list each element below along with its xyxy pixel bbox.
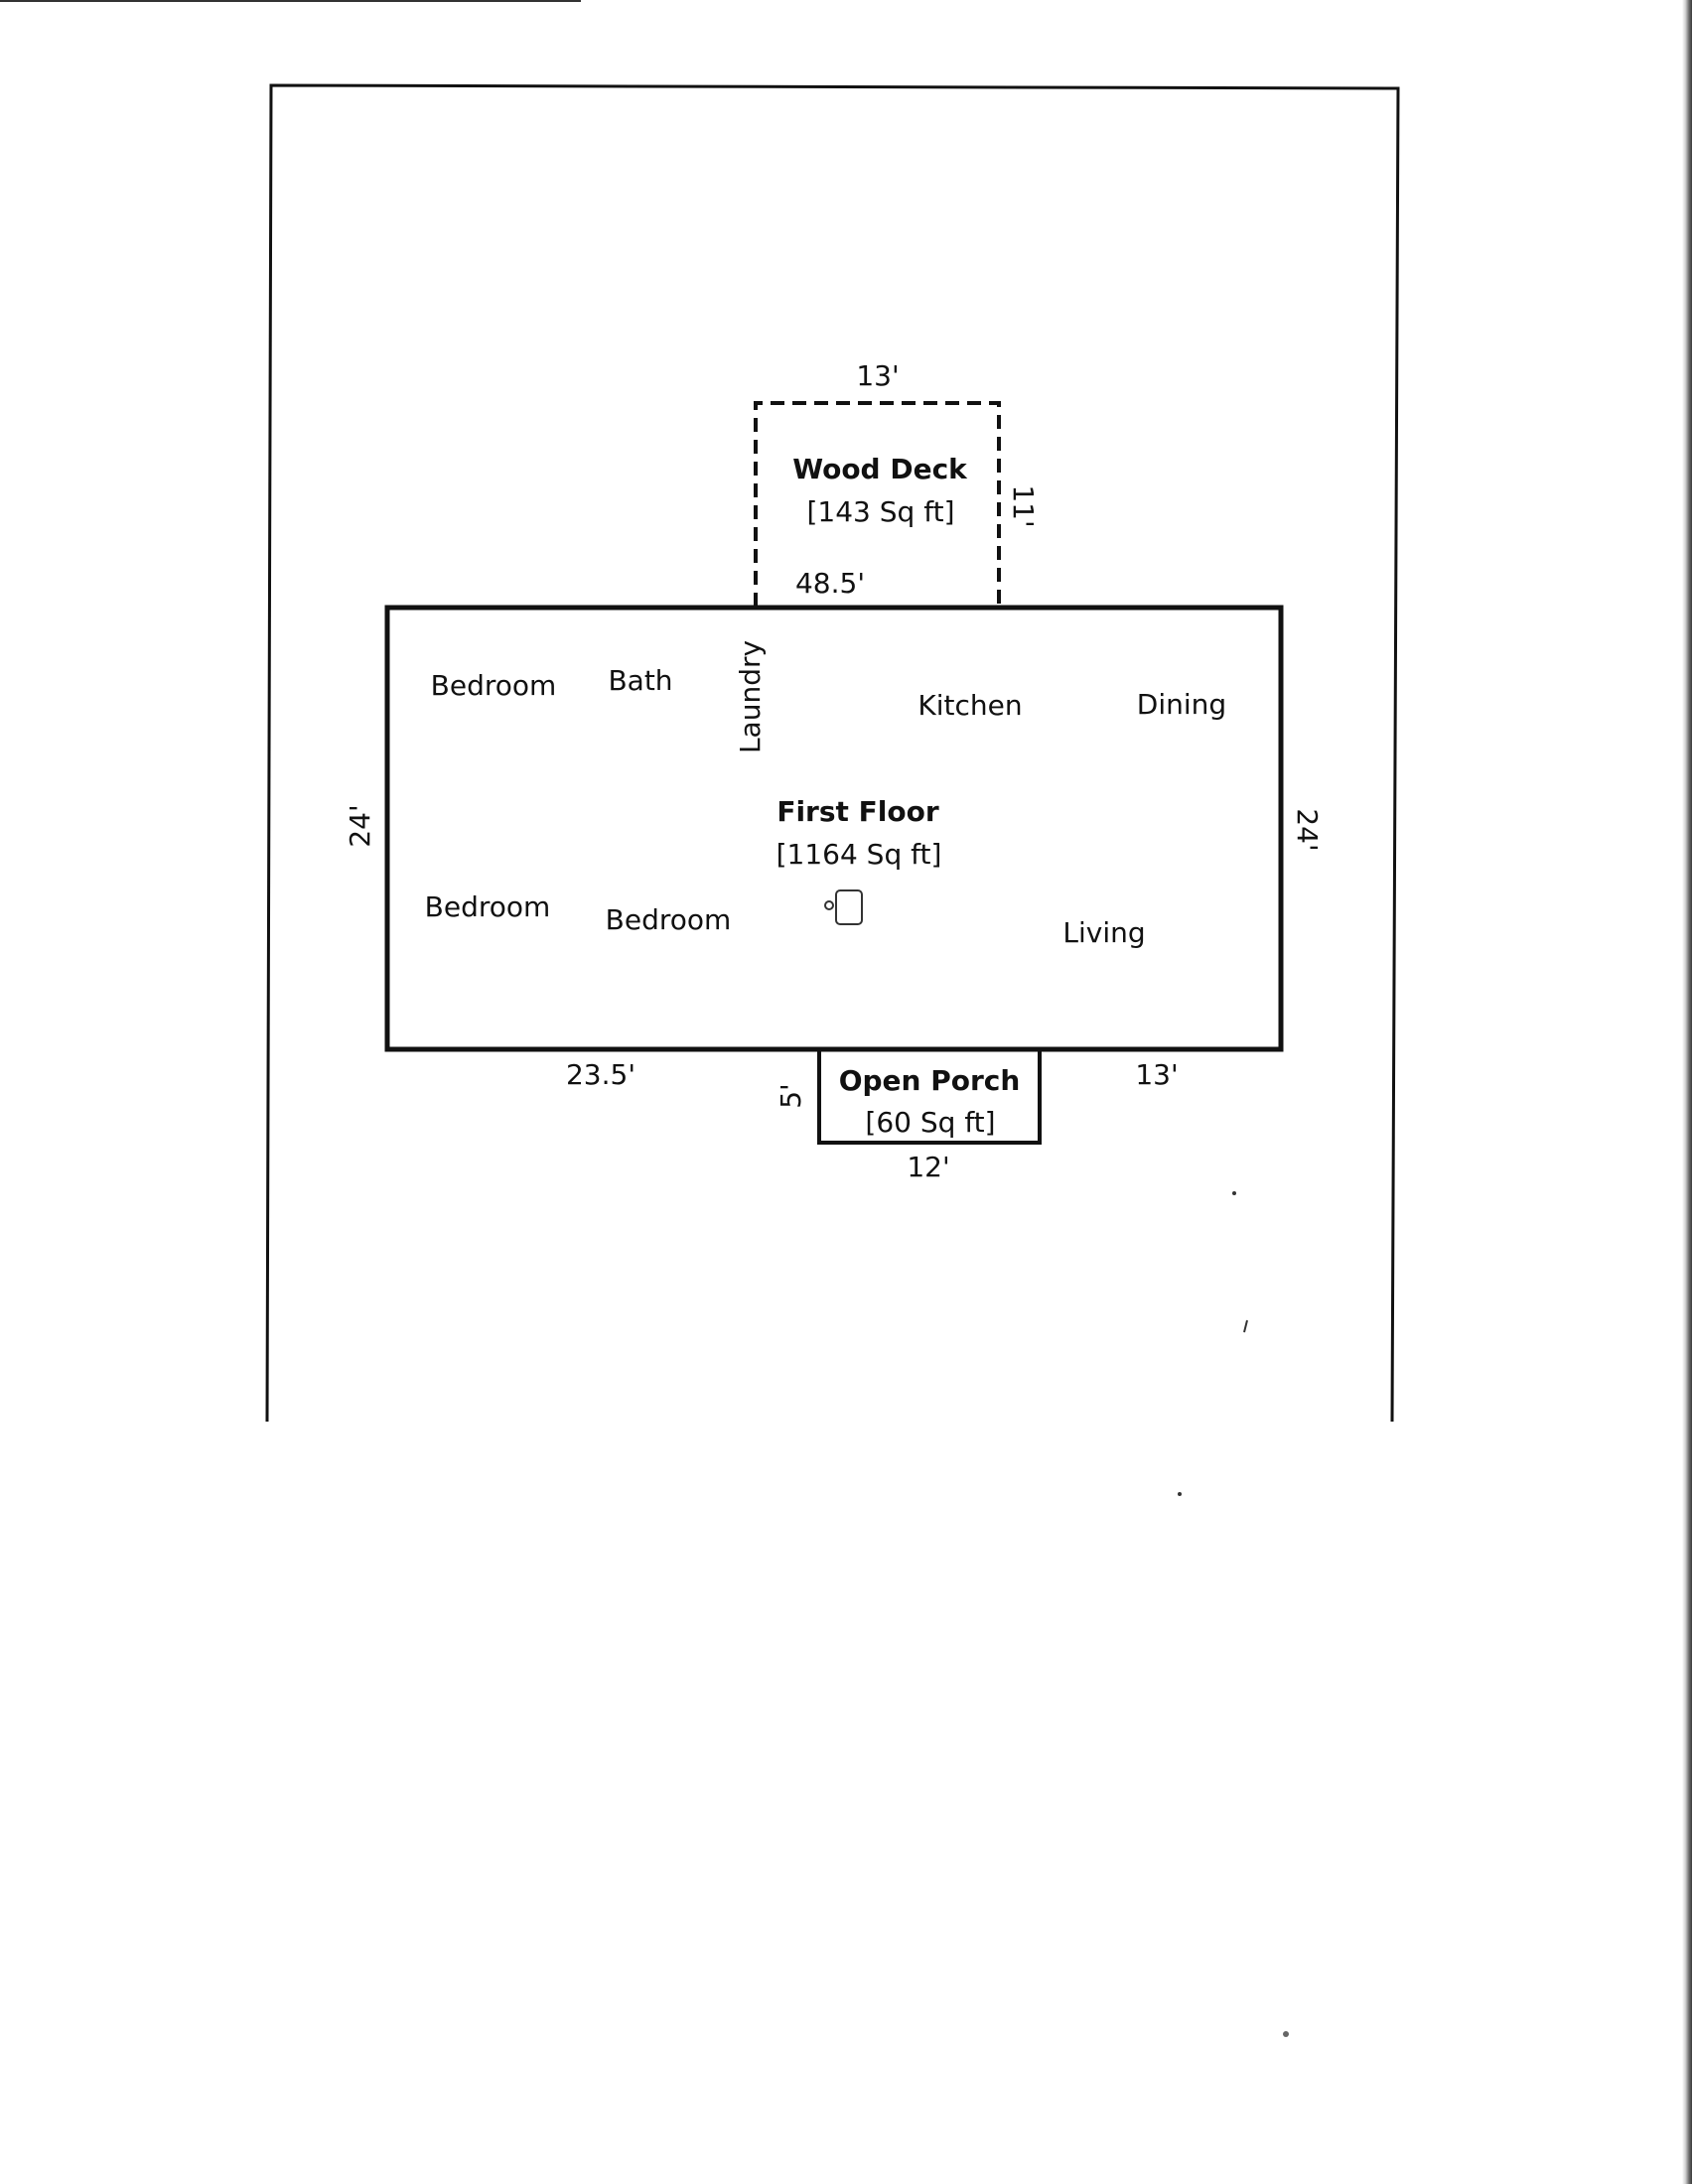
porch-width-dimension: 12': [907, 1151, 950, 1183]
first-floor-area: [1164 Sq ft]: [776, 838, 942, 871]
sketch-frame: [265, 83, 1400, 1423]
room-label-living: Living: [1062, 916, 1146, 949]
fixture-knob: [824, 900, 834, 910]
scan-speck: [1232, 1191, 1236, 1195]
wood-deck-outline: [754, 401, 1001, 607]
fixture-symbol: [835, 889, 863, 925]
scan-speck: [1178, 1492, 1182, 1496]
right-wall-dimension: 24': [1291, 808, 1324, 852]
scan-right-edge: [1682, 0, 1692, 2184]
top-wall-dimension: 48.5': [794, 567, 866, 600]
room-label-laundry: Laundry: [734, 639, 767, 754]
bottom-left-wall-dimension: 23.5': [565, 1058, 636, 1091]
wood-deck-title: Wood Deck: [792, 453, 967, 485]
room-label-bath: Bath: [608, 664, 673, 697]
first-floor-outline: [384, 605, 1284, 1052]
left-wall-dimension: 24': [344, 804, 376, 848]
room-label-dining: Dining: [1136, 688, 1227, 721]
room-label-bedroom-bottom-left: Bedroom: [424, 890, 551, 923]
first-floor-title: First Floor: [776, 795, 939, 828]
room-label-kitchen: Kitchen: [917, 689, 1023, 722]
bottom-right-wall-dimension: 13': [1135, 1058, 1179, 1091]
open-porch-outline: [817, 1051, 1042, 1145]
deck-depth-dimension: 11': [1007, 484, 1040, 528]
room-label-bedroom-bottom-middle: Bedroom: [605, 903, 732, 936]
porch-depth-dimension: 5': [775, 1083, 807, 1109]
scan-speck: [1283, 2031, 1289, 2037]
scan-speck: [1243, 1319, 1248, 1333]
room-label-bedroom-top-left: Bedroom: [430, 669, 557, 702]
open-porch-title: Open Porch: [838, 1064, 1021, 1097]
open-porch-area: [60 Sq ft]: [865, 1106, 996, 1139]
wood-deck-area: [143 Sq ft]: [806, 495, 955, 528]
deck-width-dimension: 13': [856, 359, 900, 392]
